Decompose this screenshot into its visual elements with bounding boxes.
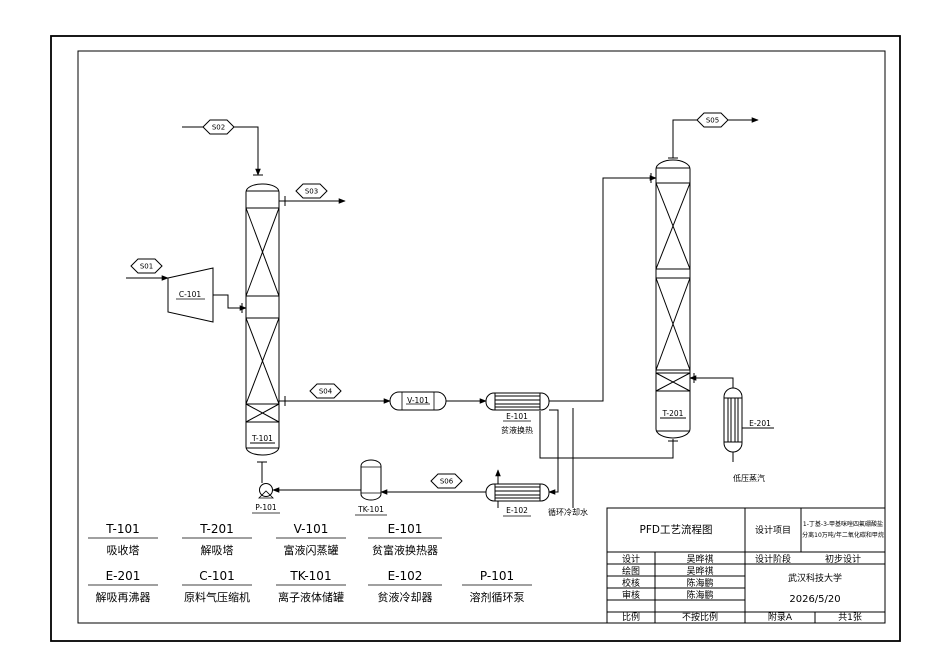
e101-name: 贫液换热 [501, 425, 533, 435]
svg-text:E-101: E-101 [388, 522, 423, 536]
pump-p101 [258, 483, 274, 499]
stage-label: 设计阶段 [755, 553, 791, 565]
drawing-title: PFD工艺流程图 [640, 523, 713, 536]
svg-text:V-101: V-101 [407, 396, 429, 405]
svg-text:贫富液换热器: 贫富液换热器 [372, 543, 438, 557]
legend-item: TK-101 离子液体储罐 [276, 569, 346, 604]
project-label: 设计项目 [755, 524, 791, 536]
svg-text:S06: S06 [440, 478, 454, 486]
person-design: 吴晔祺 [686, 553, 713, 565]
svg-text:P-101: P-101 [480, 569, 514, 583]
project-name-line2: 分离10万吨/年二氧化碳和甲烷 [802, 531, 884, 539]
stream-tag-s04: S04 [309, 383, 342, 399]
cooling-water-label: 循环冷却水 [548, 507, 588, 517]
svg-text:解吸再沸器: 解吸再沸器 [96, 590, 151, 604]
role-drawing: 绘图 [622, 565, 640, 577]
reboiler-e201 [723, 387, 774, 453]
legend-item: V-101 富液闪蒸罐 [276, 522, 346, 557]
svg-text:S03: S03 [305, 188, 318, 196]
svg-text:TK-101: TK-101 [289, 569, 331, 583]
svg-text:S02: S02 [212, 124, 225, 132]
t101-label: T-101 [251, 434, 273, 443]
legend: T-101 吸收塔 T-201 解吸塔 V-101 富液闪蒸罐 E-101 贫富… [88, 522, 532, 604]
role-design: 设计 [622, 553, 640, 565]
role-review: 审核 [622, 589, 640, 601]
svg-text:S01: S01 [140, 263, 153, 271]
svg-text:T-101: T-101 [105, 522, 139, 536]
svg-text:解吸塔: 解吸塔 [201, 543, 234, 557]
legend-item: C-101 原料气压缩机 [182, 569, 252, 604]
inner-frame [77, 50, 886, 624]
legend-item: E-101 贫富液换热器 [368, 522, 442, 557]
stream-tag-s06: S06 [430, 473, 463, 489]
e101-label: E-101 [506, 412, 528, 421]
svg-text:S05: S05 [706, 117, 719, 125]
legend-item: E-201 解吸再沸器 [88, 569, 158, 604]
svg-text:吸收塔: 吸收塔 [107, 543, 140, 557]
project-name-line1: 1-丁基-3-甲基咪唑四氟硼酸盐 [803, 520, 883, 528]
svg-text:S04: S04 [319, 388, 333, 396]
stage-value: 初步设计 [825, 553, 861, 565]
e201-label: E-201 [749, 419, 771, 428]
flash-drum-v101: V-101 [389, 391, 447, 411]
piping [126, 117, 759, 508]
svg-text:V-101: V-101 [294, 522, 329, 536]
svg-text:E-102: E-102 [388, 569, 423, 583]
legend-item: P-101 溶剂循环泵 [462, 569, 532, 604]
drawing-date: 2026/5/20 [789, 594, 840, 605]
outer-frame [50, 35, 901, 642]
legend-item: E-102 贫液冷却器 [368, 569, 442, 604]
storage-tank-tk101 [360, 459, 382, 501]
person-review: 陈海鹏 [686, 589, 713, 601]
svg-text:原料气压缩机: 原料气压缩机 [184, 590, 250, 604]
p101-label: P-101 [255, 503, 277, 512]
t201-label: T-201 [662, 409, 684, 418]
appendix-label: 附录A [768, 611, 793, 623]
compressor-c101: C-101 [167, 267, 214, 323]
svg-text:C-101: C-101 [179, 290, 201, 299]
svg-text:E-201: E-201 [106, 569, 141, 583]
university-name: 武汉科技大学 [788, 572, 842, 584]
svg-text:C-101: C-101 [199, 569, 235, 583]
cooler-e102 [485, 483, 550, 502]
svg-text:溶剂循环泵: 溶剂循环泵 [470, 590, 525, 604]
sheet-count: 共1张 [838, 612, 862, 623]
e102-label: E-102 [506, 506, 528, 515]
heat-exchanger-e101 [485, 392, 550, 411]
stream-tag-s02: S02 [202, 119, 235, 135]
legend-item: T-201 解吸塔 [182, 522, 252, 557]
svg-text:贫液冷却器: 贫液冷却器 [378, 590, 433, 604]
stream-tag-s03: S03 [295, 183, 328, 199]
scale-value: 不按比例 [682, 611, 718, 623]
absorber-column-t101 [245, 183, 280, 456]
scale-label: 比例 [622, 611, 640, 623]
svg-text:富液闪蒸罐: 富液闪蒸罐 [284, 543, 339, 557]
low-pressure-steam-label: 低压蒸汽 [733, 473, 765, 483]
legend-item: T-101 吸收塔 [88, 522, 158, 557]
tk101-label: TK-101 [357, 505, 384, 514]
stream-tag-s05: S05 [696, 112, 729, 128]
svg-text:T-201: T-201 [199, 522, 233, 536]
stripper-column-t201 [655, 159, 691, 439]
svg-text:离子液体储罐: 离子液体储罐 [278, 590, 344, 604]
role-check: 校核 [622, 577, 640, 589]
person-drawing: 吴晔祺 [686, 565, 713, 577]
person-check: 陈海鹏 [686, 577, 713, 589]
stream-tag-s01: S01 [130, 258, 163, 274]
title-block [606, 507, 886, 624]
